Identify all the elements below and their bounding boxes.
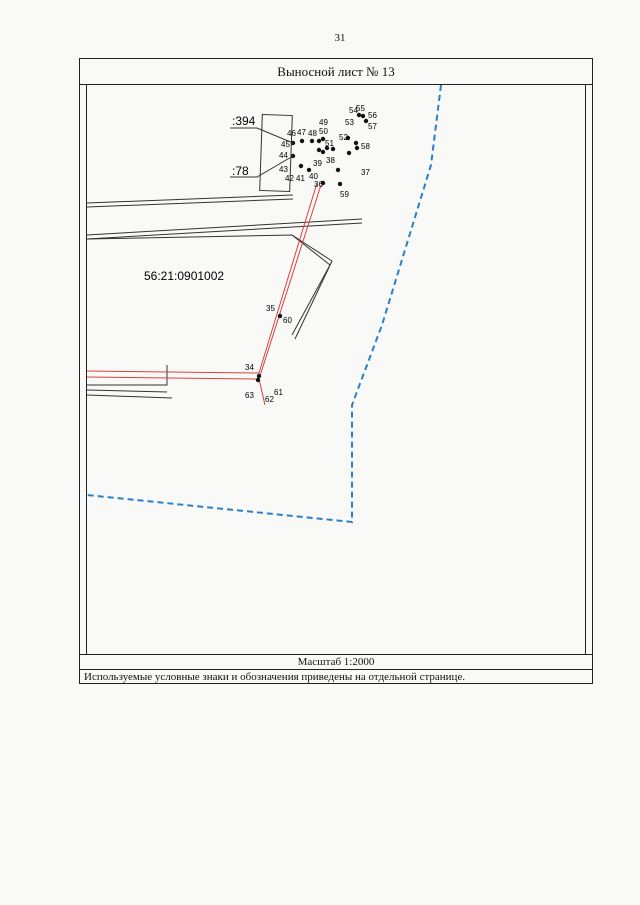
block-boundary-dashed — [86, 84, 442, 524]
point-59: 59 — [340, 190, 349, 199]
point-55: 55 — [356, 104, 365, 113]
point-60: 60 — [283, 316, 292, 325]
point-58: 58 — [361, 142, 370, 151]
point-41: 41 — [296, 174, 305, 183]
point-53: 53 — [345, 118, 354, 127]
parcel-label-78: :78 — [232, 164, 249, 178]
parcel-leaders — [230, 127, 294, 178]
scale-label: Масштаб 1:2000 — [80, 654, 592, 670]
point-49: 49 — [319, 118, 328, 127]
point-39: 39 — [313, 159, 322, 168]
point-46: 46 — [287, 129, 296, 138]
survey-points — [255, 112, 369, 383]
map-area: :394 :78 56:21:0901002 34 35 36 37 38 39… — [86, 84, 586, 654]
map-drawing: :394 :78 56:21:0901002 34 35 36 37 38 39… — [86, 84, 442, 524]
route-lines — [86, 182, 322, 406]
legend-note: Используемые условные знаки и обозначени… — [80, 669, 592, 684]
point-51: 51 — [325, 139, 334, 148]
point-47: 47 — [297, 128, 306, 137]
point-38: 38 — [326, 156, 335, 165]
point-45: 45 — [281, 140, 290, 149]
point-43: 43 — [279, 165, 288, 174]
sheet-title: Выносной лист № 13 — [80, 59, 592, 85]
point-44: 44 — [279, 151, 288, 160]
point-56: 56 — [368, 111, 377, 120]
point-34: 34 — [245, 363, 254, 372]
sheet-frame: Выносной лист № 13 — [79, 58, 593, 684]
point-36: 36 — [314, 180, 323, 189]
point-35: 35 — [266, 304, 275, 313]
point-40: 40 — [309, 172, 318, 181]
page-number: 31 — [334, 32, 346, 44]
point-labels: 34 35 36 37 38 39 40 41 42 43 44 45 46 4… — [245, 104, 377, 404]
point-42: 42 — [285, 174, 294, 183]
point-48: 48 — [308, 129, 317, 138]
point-54: 54 — [349, 106, 358, 115]
road-lines — [86, 113, 363, 399]
point-63: 63 — [245, 391, 254, 400]
parcel-label-394: :394 — [232, 114, 256, 128]
point-52: 52 — [339, 133, 348, 142]
point-61: 61 — [274, 388, 283, 397]
point-37: 37 — [361, 168, 370, 177]
point-62: 62 — [265, 395, 274, 404]
point-50: 50 — [319, 127, 328, 136]
point-57: 57 — [368, 122, 377, 131]
cadastral-block-label: 56:21:0901002 — [144, 269, 224, 283]
